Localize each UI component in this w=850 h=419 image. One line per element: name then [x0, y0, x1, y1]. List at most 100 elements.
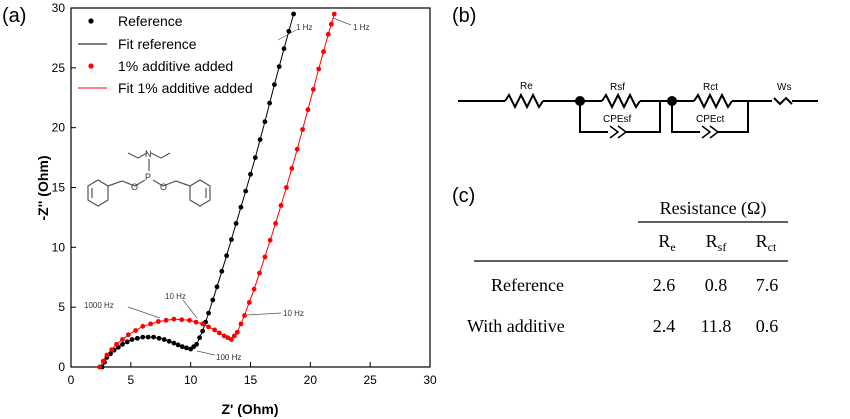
cell-additive-rsf: 11.8 — [701, 316, 732, 336]
cpect-right-wire — [718, 101, 749, 133]
data-point — [210, 297, 216, 303]
atom-p: P — [145, 172, 151, 182]
legend-marker-reference — [88, 18, 94, 24]
data-point — [325, 31, 331, 37]
data-point — [166, 338, 172, 344]
data-point — [133, 328, 139, 333]
data-point — [175, 342, 181, 348]
cell-additive-re: 2.4 — [653, 316, 676, 336]
data-point — [184, 345, 189, 351]
data-point — [246, 300, 252, 305]
data-point — [212, 327, 218, 333]
data-point — [294, 146, 300, 152]
data-point — [179, 317, 185, 323]
y-tick-label: 10 — [52, 240, 66, 254]
x-tick-label: 30 — [423, 373, 437, 387]
frequency-annotations: 1000 Hz 10 Hz 100 Hz 10 Hz 1 Hz 1 Hz — [84, 17, 369, 362]
legend-item-reference: Reference — [118, 13, 183, 29]
atom-o-right: O — [160, 182, 167, 192]
cpe-ct — [701, 125, 720, 139]
y-tick-label: 20 — [52, 121, 66, 135]
data-point — [104, 352, 110, 358]
legend-item-additive: 1% additive added — [118, 58, 233, 74]
resistor-re — [504, 92, 544, 110]
data-point — [328, 21, 334, 27]
x-tick-label: 20 — [304, 373, 318, 387]
data-point — [219, 268, 225, 274]
data-point — [100, 358, 106, 364]
data-point — [206, 310, 212, 316]
row-label-with-additive: With additive — [467, 316, 565, 336]
data-point — [238, 321, 244, 327]
data-point — [286, 28, 292, 34]
col-header-re: Re — [658, 231, 675, 254]
data-point — [276, 64, 282, 69]
cell-reference-rsf: 0.8 — [705, 275, 728, 295]
label-cpect: CPEct — [696, 114, 725, 125]
data-point — [267, 100, 272, 106]
data-point — [224, 253, 230, 259]
y-tick-label: 0 — [58, 360, 65, 374]
annotation-1hz-ref: 1 Hz — [296, 23, 312, 32]
data-point — [179, 344, 185, 350]
data-point — [140, 334, 146, 340]
data-point — [252, 155, 258, 161]
benzene-right — [189, 179, 211, 207]
data-point — [171, 340, 177, 346]
y-tick-label: 25 — [52, 61, 66, 75]
cpesf-right-wire — [626, 101, 661, 133]
row-label-reference: Reference — [491, 275, 564, 295]
data-point — [243, 188, 249, 194]
data-point — [225, 335, 231, 341]
annotation-1hz-add: 1 Hz — [353, 23, 369, 32]
data-point — [257, 137, 263, 143]
data-point — [291, 11, 296, 17]
data-point — [289, 166, 295, 171]
data-points — [97, 11, 337, 370]
data-point — [284, 185, 289, 190]
data-point — [200, 328, 206, 334]
data-point — [231, 333, 237, 339]
data-point — [156, 319, 161, 324]
leader-100hz — [196, 350, 216, 356]
panel-label-b: (b) — [452, 5, 476, 27]
data-point — [242, 313, 247, 318]
data-point — [281, 46, 287, 52]
data-point — [163, 317, 169, 323]
cpect-left-wire — [671, 101, 700, 133]
leader-10hz-add — [246, 312, 282, 316]
ethyl-left — [127, 152, 148, 159]
y-axis-label: -Z'' (Ohm) — [35, 156, 51, 221]
annotation-100hz: 100 Hz — [216, 353, 241, 362]
data-point — [109, 347, 115, 352]
annotation-10hz-ref: 10 Hz — [165, 292, 186, 301]
data-point — [248, 171, 253, 177]
data-point — [194, 341, 200, 347]
ethyl-right — [150, 152, 171, 159]
data-point — [97, 364, 103, 370]
leader-10hz-ref — [182, 299, 198, 319]
atom-o-left: O — [131, 182, 138, 192]
data-point — [214, 284, 220, 290]
col-header-rct: Rct — [756, 231, 777, 254]
data-point — [197, 335, 203, 341]
data-point — [145, 334, 151, 340]
data-point — [217, 330, 222, 336]
cpe-sf — [609, 125, 628, 139]
resistor-rct — [693, 92, 733, 110]
benzene-left — [87, 179, 109, 207]
data-point — [200, 321, 206, 327]
cpesf-left-wire — [579, 101, 608, 133]
y-tick-label: 5 — [58, 300, 65, 314]
data-point — [151, 334, 157, 340]
resistor-rsf — [601, 92, 641, 110]
x-axis-label: Z' (Ohm) — [222, 401, 279, 417]
leader-1000hz — [127, 306, 161, 319]
data-point — [234, 329, 240, 335]
data-point — [156, 335, 162, 341]
data-point — [262, 254, 268, 260]
data-point — [251, 286, 257, 292]
